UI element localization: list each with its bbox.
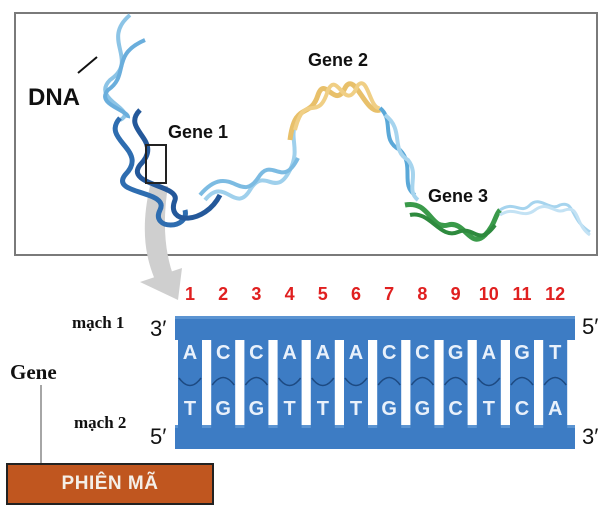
strand-1-label: mạch 1 <box>72 313 125 332</box>
strand-2-base: G <box>248 398 265 420</box>
hydrogen-bond <box>410 376 435 386</box>
base-pair-column <box>377 338 402 428</box>
strand-1-base: T <box>549 342 562 364</box>
strand-1-backbone <box>175 316 575 340</box>
position-number: 2 <box>218 284 229 304</box>
strand-1-base: C <box>381 342 397 364</box>
gene-1-selection-box <box>145 144 167 184</box>
position-number: 12 <box>545 284 566 304</box>
dna-pointer-line <box>77 56 98 74</box>
hydrogen-bond <box>543 376 567 386</box>
gene-label: Gene <box>10 360 57 384</box>
position-number: 1 <box>184 284 195 304</box>
hydrogen-bond <box>277 377 302 387</box>
strand-1-base: A <box>348 342 364 364</box>
zoom-arrow-head <box>140 268 182 300</box>
base-pair-column <box>277 338 302 428</box>
base-pair-column <box>310 338 335 428</box>
strand-2-label: mạch 2 <box>74 413 127 432</box>
strand-1-base: A <box>315 342 331 364</box>
position-number: 8 <box>417 284 428 304</box>
hydrogen-bond <box>377 376 401 386</box>
hydrogen-bond <box>211 376 235 386</box>
hydrogen-bond <box>244 376 269 386</box>
strand-2-base: T <box>349 398 363 420</box>
strand-1-base: A <box>182 342 198 364</box>
hydrogen-bond <box>477 377 501 387</box>
hydrogen-bond <box>443 376 468 386</box>
base-pair-column <box>244 338 269 428</box>
position-number: 3 <box>251 284 262 304</box>
hydrogen-bond <box>510 376 534 386</box>
position-number: 5 <box>317 284 328 304</box>
gene-2-label: Gene 2 <box>308 50 369 70</box>
base-pair-column <box>543 338 568 428</box>
strand-2-base: A <box>547 398 563 420</box>
base-pair-column <box>410 338 435 428</box>
strand-1-base: A <box>282 342 297 364</box>
dna-label: DNA <box>28 84 80 111</box>
base-pair-column <box>178 338 202 428</box>
strand-2-base: T <box>482 398 495 420</box>
hydrogen-bond <box>311 377 335 387</box>
base-pair-column <box>344 338 368 428</box>
position-number: 10 <box>478 284 499 304</box>
strand-2-base: T <box>316 398 329 420</box>
strand-2-base: C <box>448 398 463 420</box>
position-number: 9 <box>450 284 461 304</box>
position-number: 6 <box>350 284 361 304</box>
strand-1-base: G <box>447 342 464 364</box>
position-number: 7 <box>384 284 395 304</box>
gene-3-label: Gene 3 <box>428 186 489 206</box>
strand-2-base: C <box>514 398 530 420</box>
strand-1-base: C <box>215 342 231 364</box>
strand-2-base: G <box>215 398 231 420</box>
hydrogen-bond <box>344 377 368 387</box>
strand-2-base: T <box>283 398 296 420</box>
strand-2-base: T <box>183 398 197 420</box>
gene-1-strand <box>112 116 188 228</box>
base-pair-column <box>443 338 468 428</box>
strand-2-left-end: 5′ <box>150 424 167 449</box>
strand-1-left-end: 3′ <box>150 316 167 341</box>
strand-2-backbone <box>175 425 575 449</box>
strand-2-right-end: 3′ <box>582 424 599 449</box>
base-pair-column <box>476 338 501 428</box>
hydrogen-bond <box>178 377 202 387</box>
base-pair-column <box>211 338 236 428</box>
strand-2-base: G <box>381 398 397 420</box>
zoom-arrow <box>144 186 175 290</box>
phien-ma-box: PHIÊN MÃ <box>6 463 214 505</box>
position-number: 4 <box>284 284 295 304</box>
gene-1-label: Gene 1 <box>168 122 229 142</box>
strand-1-base: A <box>481 342 497 364</box>
strand-1-base: C <box>415 342 430 364</box>
base-pair-column <box>510 338 534 428</box>
strand-1-base: G <box>514 342 530 364</box>
position-number: 11 <box>512 284 532 304</box>
strand-2-base: G <box>414 398 431 420</box>
strand-1-base: C <box>249 342 264 364</box>
strand-1-right-end: 5′ <box>582 314 599 339</box>
